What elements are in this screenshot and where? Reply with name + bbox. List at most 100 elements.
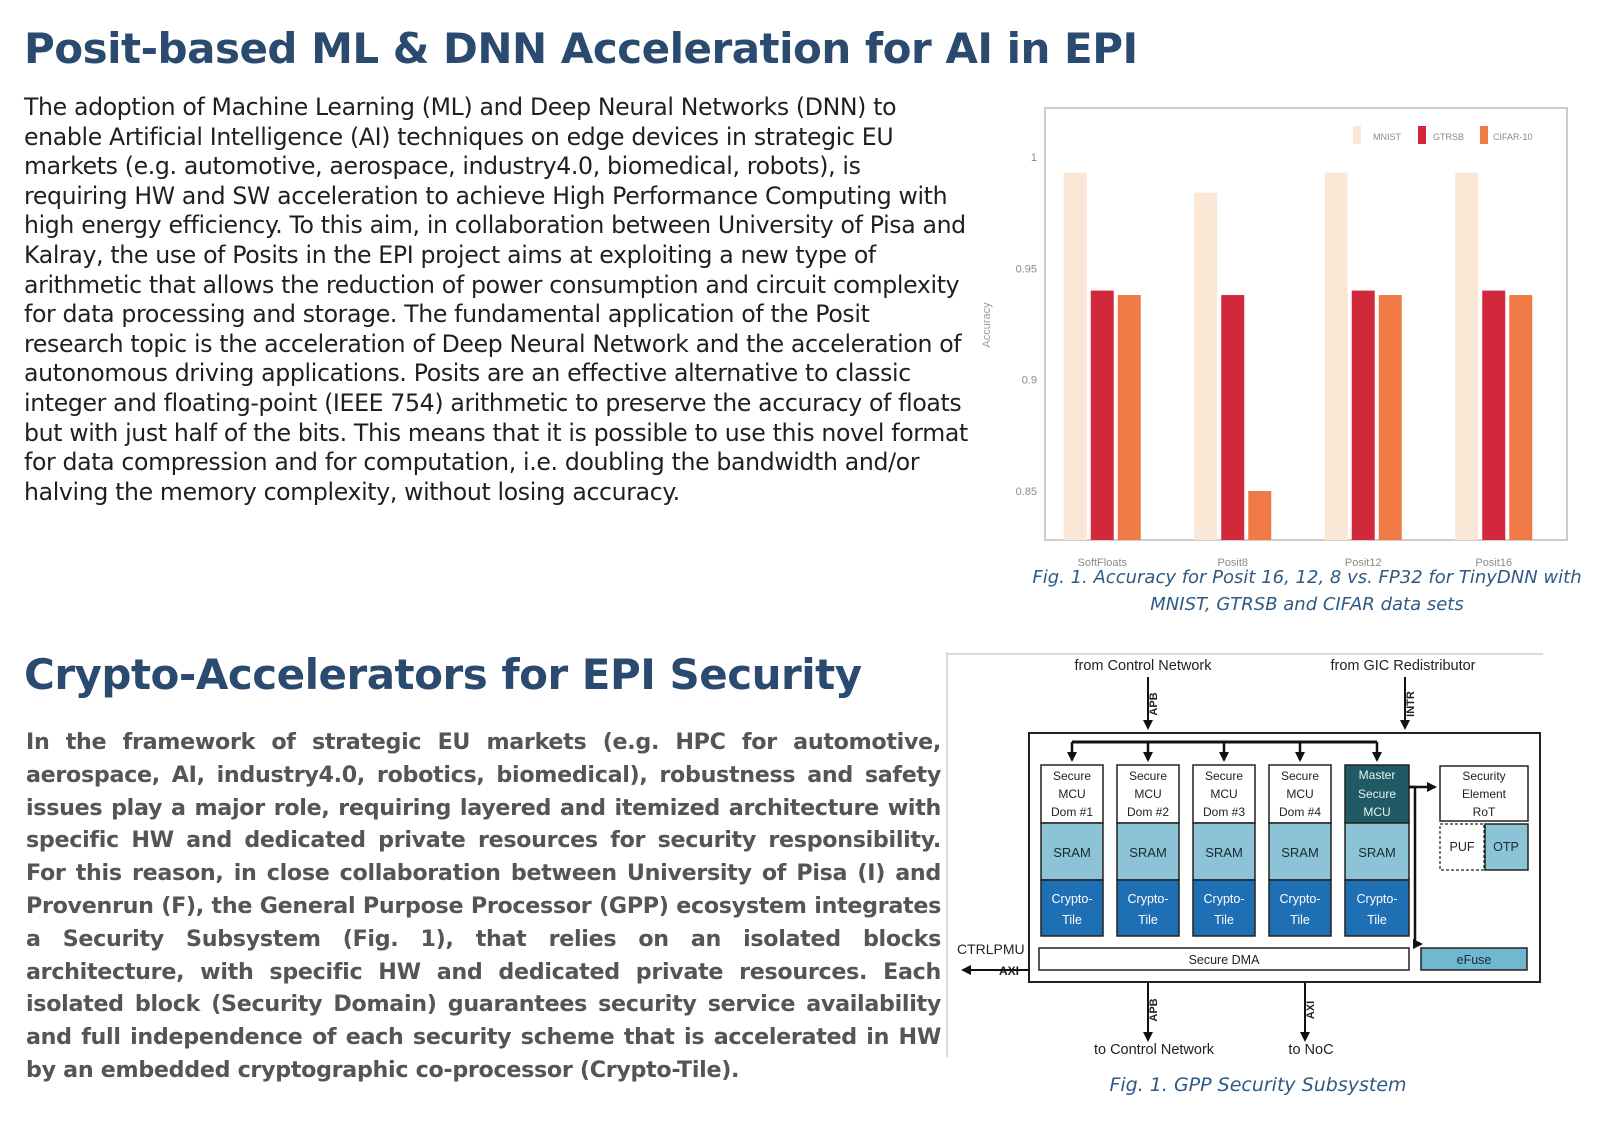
mcu-label-line1: Master [1359,768,1396,782]
crypto-label-line2: Tile [1290,913,1310,927]
mcu-label-line3: Dom #2 [1127,805,1169,819]
bar-gtrsb-posit12 [1351,290,1375,540]
legend-label-mnist: MNIST [1373,132,1402,142]
sram-box [1116,822,1180,881]
security-element-box [1439,765,1529,822]
bar-cifar-10-posit12 [1378,295,1402,540]
puf-box [1439,823,1485,871]
crypto-tile-box [1040,879,1104,937]
mcu-label-line1: Secure [1205,769,1243,783]
chart-legend: MNIST GTRSB CIFAR-10 [1353,126,1533,144]
bars-group [1063,172,1533,540]
sram-box [1344,822,1410,881]
mcu-box [1192,764,1256,824]
sram-label: SRAM [1358,845,1396,860]
mcu-box [1040,764,1104,824]
x-tick-label: SoftFloats [1077,557,1127,569]
otp-label: OTP [1493,840,1519,854]
mcu-label-line2: MCU [1286,787,1313,801]
sram-label: SRAM [1281,845,1319,860]
sram-label: SRAM [1129,845,1167,860]
crypto-label-line2: Tile [1138,913,1158,927]
efuse-label: eFuse [1457,953,1492,967]
legend-swatch-cifar [1480,126,1488,144]
security-domain-3: Secure MCU Dom #3 SRAM Crypto- Tile [1192,764,1256,937]
chart-caption: Fig. 1. Accuracy for Posit 16, 12, 8 vs.… [1032,567,1582,615]
legend-swatch-mnist [1353,126,1361,144]
crypto-tile-box [1268,879,1332,937]
sram-label: SRAM [1053,845,1091,860]
bar-mnist-posit16 [1455,172,1479,540]
intr-in-label: INTR [1405,691,1417,717]
crypto-tile-box [1116,879,1180,937]
x-tick-label: Posit12 [1345,557,1382,569]
y-tick-label: 0.9 [1022,375,1037,387]
mcu-label-line1: Secure [1281,769,1319,783]
crypto-label-line1: Crypto- [1357,892,1398,906]
sram-box [1268,822,1332,881]
crypto-label-line1: Crypto- [1128,892,1169,906]
legend-label-gtrsb: GTRSB [1433,132,1464,142]
x-tick-label: Posit16 [1475,557,1512,569]
to-noc-label: to NoC [1288,1042,1333,1058]
crypto-label-line1: Crypto- [1280,892,1321,906]
bar-mnist-posit12 [1324,172,1348,540]
crypto-label-line2: Tile [1062,913,1082,927]
section-title-crypto: Crypto-Accelerators for EPI Security [24,650,862,699]
accuracy-chart: 0.85 0.9 0.95 1 SoftFloats Posit8 Posit12 Posi… [981,107,1568,569]
mcu-box [1268,764,1332,824]
secure-dma-box [1038,947,1410,971]
to-control-network-label: to Control Network [1094,1042,1215,1058]
mcu-label-line2: Secure [1358,787,1396,801]
section-title-posit: Posit-based ML & DNN Acceleration for AI… [24,24,1138,73]
x-tick-label: Posit8 [1217,557,1248,569]
bar-gtrsb-posit16 [1482,290,1506,540]
sram-box [1040,822,1104,881]
x-ticks-group: SoftFloats Posit8 Posit12 Posit16 [1077,557,1512,569]
crypto-label-line1: Crypto- [1204,892,1245,906]
crypto-paragraph: In the framework of strategic EU markets… [26,729,941,1083]
mcu-label-line3: Dom #4 [1279,805,1321,819]
ctrlpmu-label: CTRLPMU [957,941,1025,957]
apb-in-label: APB [1148,692,1160,715]
y-tick-label: 0.95 [1016,263,1037,275]
y-tick-label: 0.85 [1016,486,1037,498]
puf-label: PUF [1450,840,1475,854]
legend-label-cifar: CIFAR-10 [1493,132,1533,142]
y-tick-label: 1 [1031,152,1037,164]
from-gic-label: from GIC Redistributor [1330,658,1475,674]
sram-box [1192,822,1256,881]
bar-mnist-posit8 [1194,192,1218,540]
bar-cifar-10-posit8 [1248,491,1272,540]
master-secure-domain: Master Secure MCU SRAM Crypto- Tile [1344,764,1410,937]
security-diagram: from Control Network from GIC Redistribu… [946,652,1543,1058]
bar-mnist-softfloats [1063,172,1087,540]
mcu-label-line3: Dom #1 [1051,805,1093,819]
security-element-line3: RoT [1473,805,1496,819]
crypto-label-line2: Tile [1367,913,1387,927]
mcu-label-line1: Secure [1053,769,1091,783]
security-domain-2: Secure MCU Dom #2 SRAM Crypto- Tile [1116,764,1180,937]
crypto-label-line1: Crypto- [1052,892,1093,906]
apb-out-label: APB [1148,998,1160,1021]
otp-box [1484,823,1529,871]
bar-gtrsb-softfloats [1090,290,1114,540]
mcu-label-line3: MCU [1363,805,1390,819]
y-ticks-group: 0.85 0.9 0.95 1 [1016,152,1037,498]
sram-label: SRAM [1205,845,1243,860]
security-element-line2: Element [1462,787,1507,801]
diagram-caption: Fig. 1. GPP Security Subsystem [1109,1074,1407,1096]
mcu-label-line1: Secure [1129,769,1167,783]
bar-gtrsb-posit8 [1221,295,1245,540]
security-element-line1: Security [1462,769,1505,783]
mcu-label-line2: MCU [1058,787,1085,801]
legend-swatch-gtrsb [1418,126,1426,144]
secure-dma-label: Secure DMA [1189,953,1261,967]
mcu-label-line2: MCU [1210,787,1237,801]
master-to-efuse-arrow [1409,785,1423,949]
security-element-block: Security Element RoT PUF OTP [1439,765,1529,871]
posit-paragraph: The adoption of Machine Learning (ML) an… [24,93,968,506]
crypto-label-line2: Tile [1214,913,1234,927]
mcu-label-line2: MCU [1134,787,1161,801]
security-domain-1: Secure MCU Dom #1 SRAM Crypto- Tile [1040,764,1104,937]
